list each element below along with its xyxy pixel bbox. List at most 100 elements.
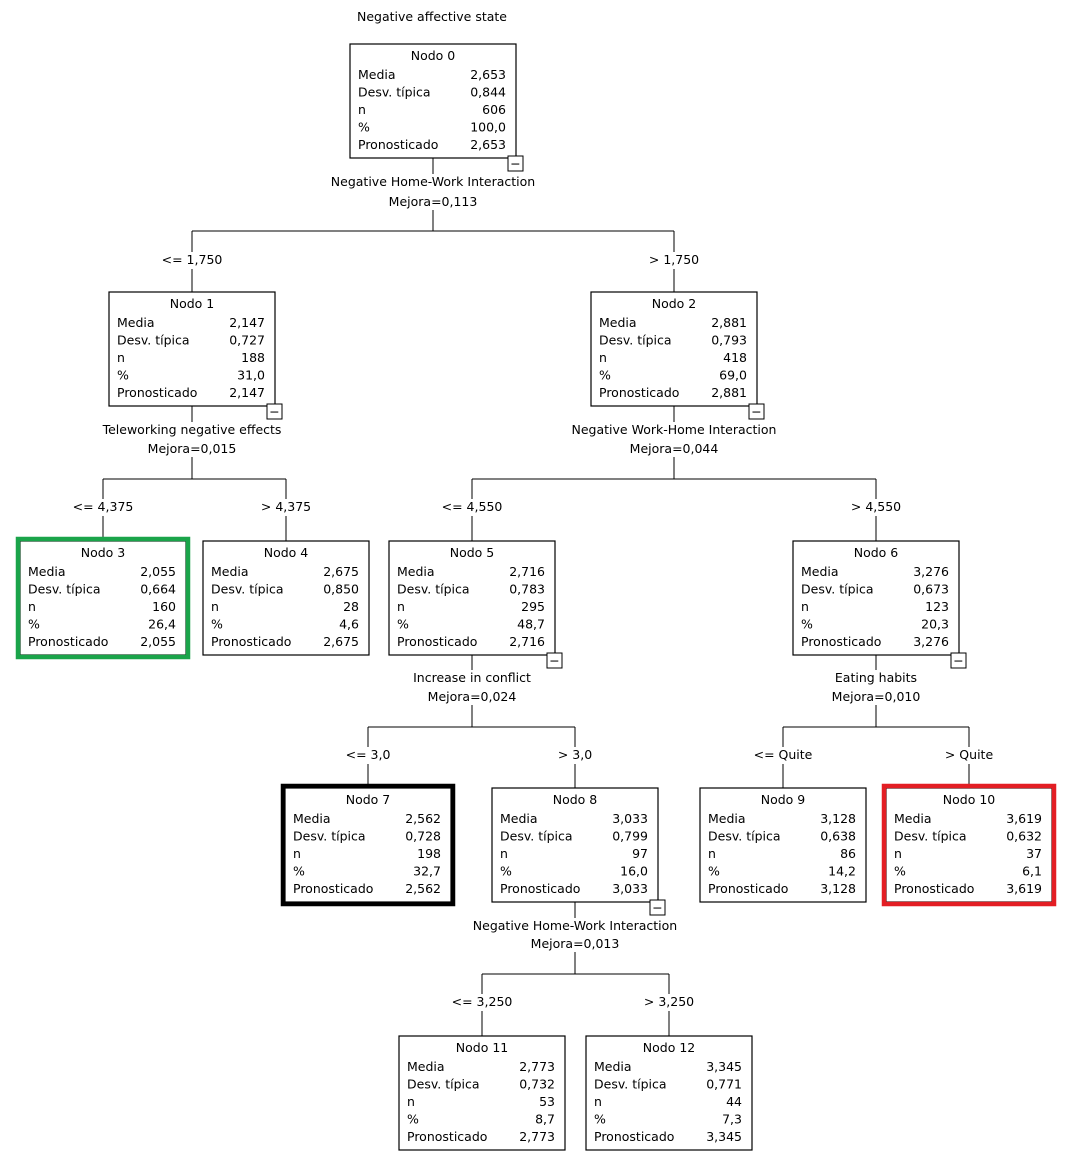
node-box — [491, 787, 659, 903]
minus-icon: − — [953, 653, 963, 668]
node-row-value: 198 — [417, 846, 441, 861]
split-condition: > 4,375 — [261, 499, 311, 514]
node-row-value: 0,783 — [509, 582, 545, 597]
node-row-value: 0,732 — [519, 1077, 555, 1092]
node-row-label: Media — [894, 811, 932, 826]
node-row-value: 3,345 — [706, 1129, 742, 1144]
collapse-box — [266, 403, 283, 420]
node-title: Nodo 5 — [450, 545, 495, 560]
node-row-value: 3,345 — [706, 1059, 742, 1074]
collapse-box — [649, 899, 666, 916]
node-row-label: n — [407, 1094, 415, 1109]
node-row-value: 0,638 — [820, 829, 856, 844]
node-row-label: Media — [599, 315, 637, 330]
node-row-value: 26,4 — [148, 617, 176, 632]
collapse-toggle[interactable]: − — [649, 899, 666, 916]
node-highlight-frame — [881, 783, 1057, 907]
node-row-label: Pronosticado — [211, 634, 291, 649]
split-variable: Negative Home-Work Interaction — [331, 174, 535, 189]
node-row-value: 44 — [726, 1094, 742, 1109]
collapse-toggle[interactable]: − — [546, 652, 563, 669]
node-row-value: 3,033 — [612, 881, 648, 896]
split-improvement: Mejora=0,024 — [428, 689, 517, 704]
node-box — [19, 540, 187, 656]
node-row-label: Media — [801, 564, 839, 579]
node-row-value: 2,716 — [509, 634, 545, 649]
node-row-label: % — [894, 864, 906, 879]
node-row-label: Pronosticado — [599, 385, 679, 400]
collapse-toggle[interactable]: − — [266, 403, 283, 420]
node-row-label: % — [801, 617, 813, 632]
node-row-label: Desv. típica — [599, 333, 672, 348]
node-row-label: Desv. típica — [801, 582, 874, 597]
node-row-value: 0,771 — [706, 1077, 742, 1092]
node-row-label: Media — [117, 315, 155, 330]
node-row-label: Desv. típica — [407, 1077, 480, 1092]
node-row-value: 2,653 — [470, 137, 506, 152]
node-title: Nodo 12 — [643, 1040, 695, 1055]
collapse-toggle[interactable]: − — [748, 403, 765, 420]
collapse-toggle[interactable]: − — [507, 155, 524, 172]
node-title: Nodo 1 — [170, 296, 215, 311]
node-row-label: % — [293, 864, 305, 879]
split-condition: <= 4,375 — [73, 499, 134, 514]
split-variable: Teleworking negative effects — [102, 422, 282, 437]
node-row-label: Media — [28, 564, 66, 579]
node-row-label: Pronosticado — [801, 634, 881, 649]
node-title: Nodo 7 — [346, 792, 391, 807]
split-condition: <= Quite — [754, 747, 813, 762]
node-box — [590, 291, 758, 407]
node-row-value: 0,664 — [140, 582, 176, 597]
node-row-value: 2,881 — [711, 315, 747, 330]
node-row-value: 3,619 — [1006, 881, 1042, 896]
collapse-box — [546, 652, 563, 669]
node-row-label: Media — [500, 811, 538, 826]
minus-icon: − — [549, 653, 559, 668]
node-box — [202, 540, 370, 656]
node-row-value: 2,653 — [470, 67, 506, 82]
node-row-value: 2,562 — [405, 881, 441, 896]
node-row-value: 53 — [539, 1094, 555, 1109]
node-row-label: n — [594, 1094, 602, 1109]
split-condition: > Quite — [945, 747, 994, 762]
node-row-value: 0,673 — [913, 582, 949, 597]
node-row-label: Media — [708, 811, 746, 826]
collapse-toggle[interactable]: − — [950, 652, 967, 669]
node-box — [585, 1035, 753, 1151]
node-row-value: 3,276 — [913, 634, 949, 649]
node-row-label: n — [28, 599, 36, 614]
node-row-value: 0,727 — [229, 333, 265, 348]
node-row-label: Desv. típica — [894, 829, 967, 844]
node-row-value: 3,276 — [913, 564, 949, 579]
node-row-value: 31,0 — [237, 368, 265, 383]
node-row-label: Media — [407, 1059, 445, 1074]
node-row-label: Media — [397, 564, 435, 579]
node-title: Nodo 11 — [456, 1040, 508, 1055]
node-row-label: Pronosticado — [28, 634, 108, 649]
node-row-label: % — [708, 864, 720, 879]
split-variable: Increase in conflict — [413, 670, 531, 685]
split-improvement: Mejora=0,010 — [832, 689, 921, 704]
node-row-value: 3,619 — [1006, 811, 1042, 826]
node-row-value: 0,799 — [612, 829, 648, 844]
node-box — [699, 787, 867, 903]
node-row-label: Pronosticado — [708, 881, 788, 896]
split-variable: Negative Home-Work Interaction — [473, 918, 677, 933]
node-row-label: Media — [293, 811, 331, 826]
node-row-value: 28 — [343, 599, 359, 614]
